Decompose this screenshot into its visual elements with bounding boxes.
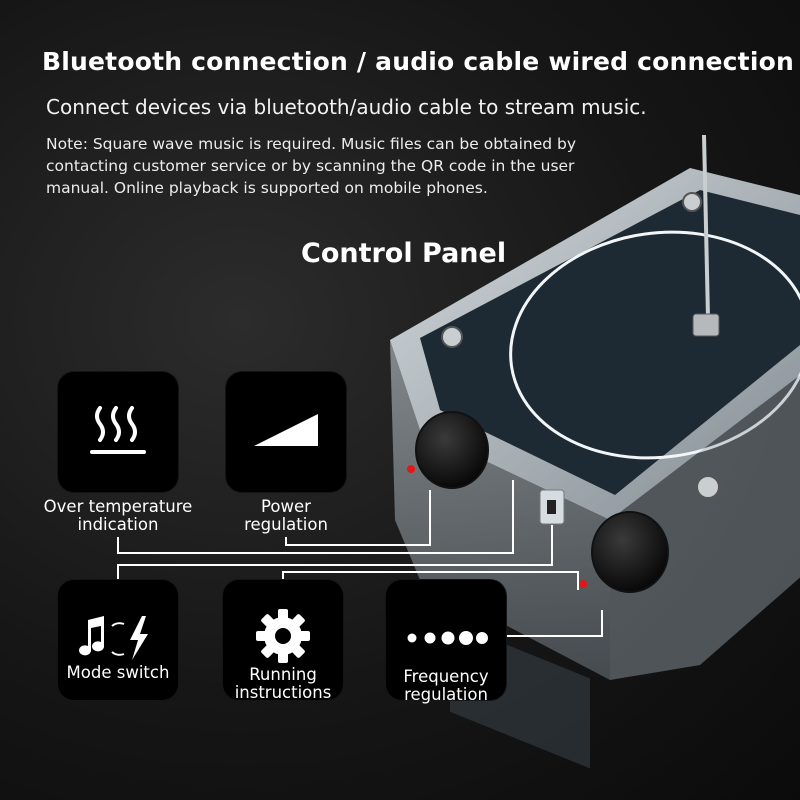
- feature-mode-switch: Mode switch: [58, 580, 178, 700]
- feature-frequency-regulation: Frequency regulation: [386, 580, 506, 704]
- music-lightning-switch-icon: [78, 612, 158, 668]
- feature-label-over-temperature: Over temperature indication: [43, 497, 193, 534]
- page-subtitle: Connect devices via bluetooth/audio cabl…: [46, 95, 647, 119]
- feature-power-regulation: Power regulation: [226, 372, 346, 534]
- heat-waves-icon: [86, 398, 150, 466]
- feature-running-instructions: Running instructions: [223, 580, 343, 702]
- page-title: Bluetooth connection / audio cable wired…: [42, 47, 794, 76]
- power-ramp-icon: [250, 410, 322, 454]
- over-temperature-tile: [58, 372, 178, 492]
- power-regulation-tile: [226, 372, 346, 492]
- dots-icon: [404, 628, 488, 652]
- control-panel-title: Control Panel: [301, 238, 507, 269]
- frequency-regulation-tile: [386, 580, 506, 700]
- mode-switch-tile: [58, 580, 178, 700]
- note-text: Note: Square wave music is required. Mus…: [46, 135, 577, 197]
- feature-over-temperature: Over temperature indication: [42, 372, 194, 534]
- feature-label-mode-switch: Mode switch: [66, 663, 170, 682]
- feature-label-running-instructions: Running instructions: [234, 665, 332, 702]
- feature-label-power-regulation: Power regulation: [244, 497, 328, 534]
- running-instructions-tile: [223, 580, 343, 700]
- feature-label-frequency-regulation: Frequency regulation: [403, 667, 489, 704]
- gear-icon: [253, 608, 313, 672]
